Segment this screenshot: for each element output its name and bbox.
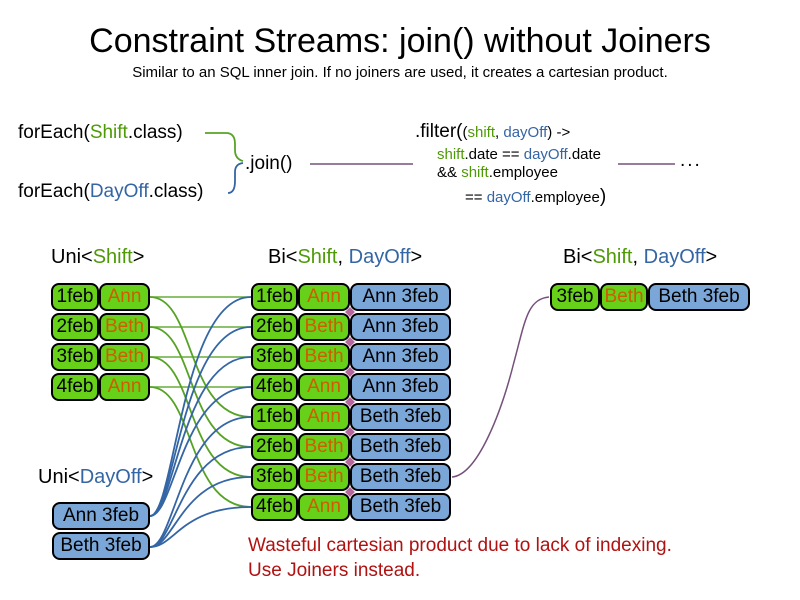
shift-row: 4feb Ann (51, 373, 150, 401)
beth-to-bi8-line (149, 506, 252, 548)
warning-note: Wasteful cartesian product due to lack o… (248, 533, 672, 583)
shift-date-cell: 2feb (251, 313, 298, 341)
shift-row: 3feb Beth (51, 343, 150, 371)
beth-to-bi7-line (149, 476, 252, 548)
bi-row: 3feb Beth Beth 3feb (550, 283, 750, 311)
shift-employee-cell: Ann (99, 373, 150, 401)
shift-date-cell: 4feb (251, 493, 298, 521)
bi-row: 1feb Ann Ann 3feb (251, 283, 451, 311)
dayoff-row: Beth 3feb (52, 532, 150, 560)
shift3-to-bi7-line (149, 356, 252, 478)
brace-green-line (205, 132, 244, 162)
bi-result-column: 3feb Beth Beth 3feb (550, 283, 750, 313)
shift-date-cell: 1feb (251, 283, 298, 311)
dayoff-cell: Beth 3feb (350, 493, 451, 521)
slide-subtitle: Similar to an SQL inner join. If no join… (132, 64, 668, 81)
shift-date-cell: 1feb (51, 283, 99, 311)
dayoff-cell: Ann 3feb (350, 313, 451, 341)
dayoff-cell: Ann 3feb (350, 283, 451, 311)
warning-note-line1: Wasteful cartesian product due to lack o… (248, 535, 672, 556)
label-uni-dayoff: Uni<DayOff> (38, 466, 154, 488)
uni-dayoff-column: Ann 3feb Beth 3feb (52, 502, 150, 562)
dayoff-row: Ann 3feb (52, 502, 150, 530)
shift-date-cell: 2feb (51, 313, 99, 341)
slide-title: Constraint Streams: join() without Joine… (89, 22, 711, 60)
ann-to-bi1-line (149, 296, 252, 517)
shift-date-cell: 4feb (51, 373, 99, 401)
shift-employee-cell: Beth (298, 313, 350, 341)
ann-to-bi2-line (149, 326, 252, 517)
bi-row: 2feb Beth Ann 3feb (251, 313, 451, 341)
shift-date-cell: 3feb (550, 283, 600, 311)
beth-to-bi5-line (149, 416, 252, 548)
shift-employee-cell: Ann (298, 403, 350, 431)
shift2-to-bi6-line (149, 326, 252, 448)
code-filter-line1: .filter((shift, dayOff) -> (415, 121, 571, 142)
shift-employee-cell: Beth (600, 283, 648, 311)
bi-row: 4feb Ann Beth 3feb (251, 493, 451, 521)
dayoff-cell: Beth 3feb (350, 463, 451, 491)
shift-employee-cell: Ann (99, 283, 150, 311)
bi-column: 1feb Ann Ann 3feb 2feb Beth Ann 3feb 3fe… (251, 283, 451, 523)
ann-to-bi3-line (149, 356, 252, 517)
label-uni-shift: Uni<Shift> (51, 246, 145, 268)
dayoff-cell: Ann 3feb (350, 373, 451, 401)
dayoff-cell: Ann 3feb (52, 502, 150, 530)
brace-blue-line (227, 162, 244, 194)
shift-date-cell: 2feb (251, 433, 298, 461)
shift-date-cell: 3feb (251, 463, 298, 491)
code-foreach-shift: forEach(Shift.class) (18, 122, 183, 143)
shift4-to-bi8-line (149, 386, 252, 508)
code-join: .join() (245, 153, 293, 174)
shift-row: 2feb Beth (51, 313, 150, 341)
code-ellipsis: ... (680, 150, 702, 171)
shift-employee-cell: Beth (99, 343, 150, 371)
bi-row: 3feb Beth Ann 3feb (251, 343, 451, 371)
label-bi-right: Bi<Shift, DayOff> (563, 246, 718, 268)
bi-row: 4feb Ann Ann 3feb (251, 373, 451, 401)
shift-employee-cell: Beth (298, 433, 350, 461)
ann-to-bi4-line (149, 386, 252, 517)
shift-row: 1feb Ann (51, 283, 150, 311)
shift-date-cell: 1feb (251, 403, 298, 431)
warning-note-line2: Use Joiners instead. (248, 560, 421, 581)
shift1-to-bi5-line (149, 296, 252, 418)
bi-row: 3feb Beth Beth 3feb (251, 463, 451, 491)
uni-shift-column: 1feb Ann 2feb Beth 3feb Beth 4feb Ann (51, 283, 150, 403)
shift-employee-cell: Ann (298, 373, 350, 401)
label-bi-middle: Bi<Shift, DayOff> (268, 246, 423, 268)
code-filter-line4: == dayOff.employee) (465, 186, 607, 207)
dayoff-cell: Beth 3feb (350, 433, 451, 461)
shift-employee-cell: Beth (99, 313, 150, 341)
shift-date-cell: 3feb (51, 343, 99, 371)
code-foreach-dayoff: forEach(DayOff.class) (18, 181, 204, 202)
dayoff-cell: Beth 3feb (52, 532, 150, 560)
dayoff-cell: Beth 3feb (648, 283, 750, 311)
bi-row: 1feb Ann Beth 3feb (251, 403, 451, 431)
bi7-to-result-line (451, 296, 550, 478)
code-filter-line2: shift.date == dayOff.date (437, 146, 602, 163)
code-filter-line3: && shift.employee (437, 164, 558, 181)
shift-employee-cell: Ann (298, 283, 350, 311)
beth-to-bi6-line (149, 446, 252, 548)
shift-employee-cell: Ann (298, 493, 350, 521)
dayoff-cell: Ann 3feb (350, 343, 451, 371)
shift-employee-cell: Beth (298, 343, 350, 371)
shift-date-cell: 4feb (251, 373, 298, 401)
bi-row: 2feb Beth Beth 3feb (251, 433, 451, 461)
dayoff-cell: Beth 3feb (350, 403, 451, 431)
shift-date-cell: 3feb (251, 343, 298, 371)
shift-employee-cell: Beth (298, 463, 350, 491)
